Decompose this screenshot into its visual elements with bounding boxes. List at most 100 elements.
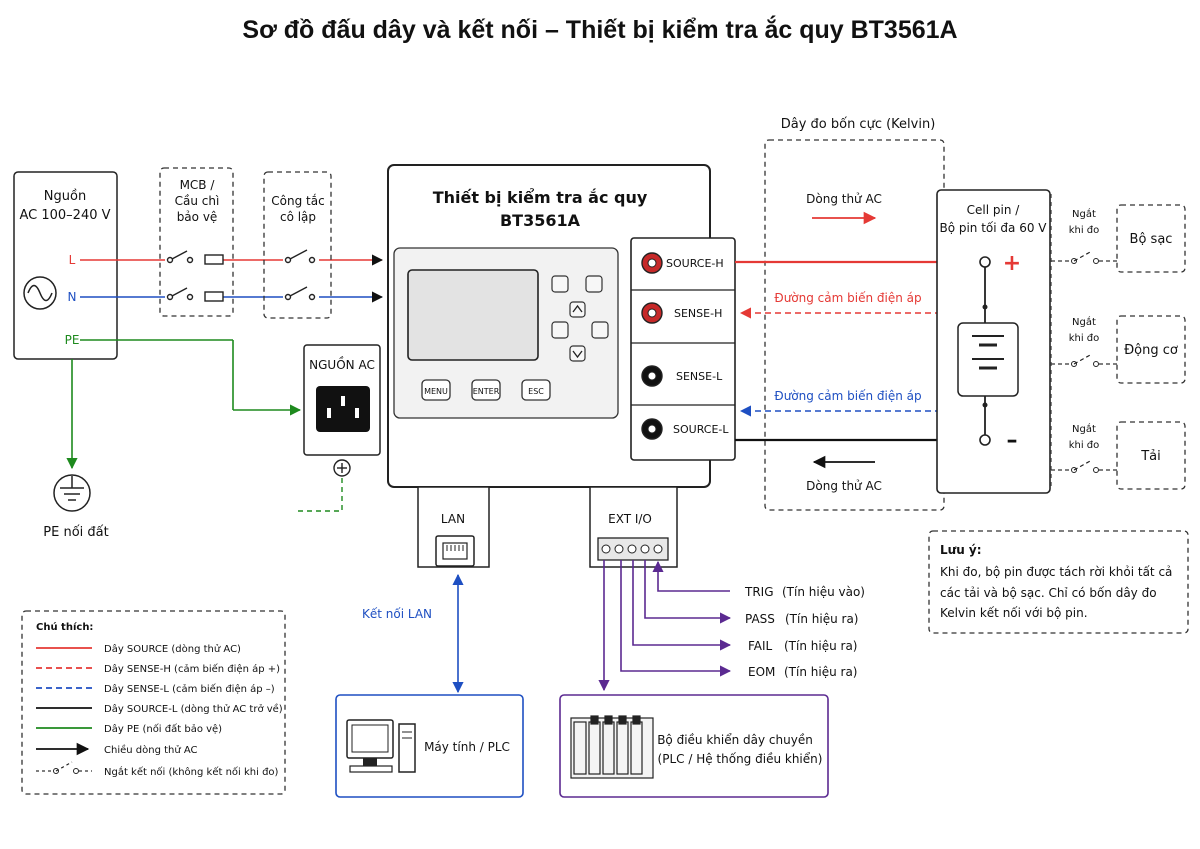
svg-text:khi đo: khi đo (1069, 225, 1100, 236)
svg-text:Ngắt: Ngắt (1072, 422, 1096, 435)
ext-io-module: EXT I/O (589, 486, 678, 568)
note-title: Lưu ý: (940, 543, 982, 557)
terminal-n-label: N (68, 290, 77, 304)
terminal-pe-label: PE (65, 333, 80, 347)
terminal-panel (630, 237, 736, 461)
svg-text:SOURCE-L: SOURCE-L (673, 423, 729, 436)
svg-text:(Tín hiệu ra): (Tín hiệu ra) (784, 639, 857, 653)
svg-text:(Tín hiệu vào): (Tín hiệu vào) (782, 585, 865, 599)
svg-text:MENU: MENU (424, 387, 448, 396)
svg-text:Đường cảm biến điện áp: Đường cảm biến điện áp (774, 291, 921, 305)
diagram-title: Sơ đồ đấu dây và kết nối – Thiết bị kiểm… (242, 14, 957, 44)
svg-text:PASS: PASS (745, 612, 775, 626)
svg-text:Chiều dòng thử AC: Chiều dòng thử AC (104, 744, 198, 756)
legend-item-sense-l: Dây SENSE-L (cảm biến điện áp –) (36, 683, 275, 695)
signal-pass: PASS (Tín hiệu ra) (745, 612, 858, 626)
signal-trig: TRIG (Tín hiệu vào) (744, 585, 865, 599)
svg-text:Tải: Tải (1140, 449, 1161, 464)
device-name: Thiết bị kiểm tra ắc quy (433, 188, 648, 207)
svg-text:Cell pin /: Cell pin / (967, 203, 1021, 217)
legend-title: Chú thích: (36, 621, 93, 633)
pc-box: Máy tính / PLC (335, 694, 524, 798)
note-box: Lưu ý: Khi đo, bộ pin được tách rời khỏi… (928, 530, 1189, 634)
menu-button[interactable]: MENU (421, 379, 451, 401)
legend-item-disconnect: Ngắt kết nối (không kết nối khi đo) (36, 761, 279, 778)
terminal-source-h: SOURCE-H (641, 252, 724, 274)
svg-text:(Tín hiệu ra): (Tín hiệu ra) (784, 665, 857, 679)
svg-text:LAN: LAN (441, 512, 465, 526)
svg-text:Công tắc: Công tắc (271, 194, 324, 208)
enter-button[interactable]: ENTER (471, 379, 501, 401)
ground-label: PE nối đất (43, 525, 108, 540)
svg-text:Dây SOURCE (dòng thử AC): Dây SOURCE (dòng thử AC) (104, 643, 241, 655)
legend-item-source-l: Dây SOURCE-L (dòng thử AC trở về) (36, 703, 283, 715)
arrow-down-button[interactable] (569, 345, 586, 362)
isolator-block: Công tắc cô lập (263, 171, 332, 319)
svg-text:SOURCE-H: SOURCE-H (666, 257, 724, 270)
svg-text:Khi đo, bộ pin được tách rời k: Khi đo, bộ pin được tách rời khỏi tất cả (940, 565, 1172, 579)
svg-text:EXT I/O: EXT I/O (608, 512, 652, 526)
svg-text:MCB /: MCB / (180, 178, 216, 192)
svg-text:Dây SENSE-L (cảm biến điện áp: Dây SENSE-L (cảm biến điện áp –) (104, 683, 275, 695)
esc-button[interactable]: ESC (521, 379, 551, 401)
svg-text:(PLC / Hệ thống điều khiển): (PLC / Hệ thống điều khiển) (658, 752, 823, 766)
load-motor: Động cơ (1116, 315, 1186, 384)
device-model: BT3561A (500, 211, 581, 230)
svg-text:Bộ điều khiển dây chuyền: Bộ điều khiển dây chuyền (657, 733, 813, 747)
svg-text:Dòng thử AC: Dòng thử AC (806, 192, 882, 206)
computer-icon (346, 719, 416, 773)
svg-text:bảo vệ: bảo vệ (177, 210, 218, 224)
svg-text:EOM: EOM (748, 665, 775, 679)
lan-link-label: Kết nối LAN (362, 607, 432, 621)
ac-inlet-label: NGUỒN AC (309, 356, 375, 372)
svg-text:Dây SENSE-H (cảm biến điện áp: Dây SENSE-H (cảm biến điện áp +) (104, 663, 280, 675)
svg-text:Ngắt: Ngắt (1072, 315, 1096, 328)
svg-text:SENSE-L: SENSE-L (676, 370, 723, 383)
arrow-up-button[interactable] (569, 301, 586, 318)
isolator-switch-icon (283, 249, 319, 303)
lcd-display (407, 269, 539, 361)
svg-text:FAIL: FAIL (748, 639, 773, 653)
terminal-sense-h: SENSE-H (641, 302, 722, 324)
legend-item-current-direction: Chiều dòng thử AC (36, 742, 198, 756)
svg-text:khi đo: khi đo (1069, 333, 1100, 344)
svg-text:Máy tính / PLC: Máy tính / PLC (424, 740, 510, 754)
disconnect-charger: Ngắt khi đo (1051, 207, 1117, 264)
ac-source: Nguồn AC 100–240 V L N PE (13, 171, 118, 360)
mcb-switch-icon (165, 250, 224, 303)
svg-text:cô lập: cô lập (280, 210, 316, 224)
load-charger: Bộ sạc (1116, 204, 1186, 273)
plc-rack-icon (570, 715, 654, 779)
svg-text:ESC: ESC (528, 387, 544, 396)
legend-item-pe: Dây PE (nối đất bảo vệ) (36, 723, 222, 735)
signal-fail: FAIL (Tín hiệu ra) (748, 639, 857, 653)
legend-item-sense-h: Dây SENSE-H (cảm biến điện áp +) (36, 663, 280, 675)
svg-text:Đường cảm biến điện áp: Đường cảm biến điện áp (774, 389, 921, 403)
load-generic: Tải (1116, 421, 1186, 490)
mcb-block: MCB / Cầu chì bảo vệ (159, 167, 234, 317)
terminal-source-l: SOURCE-L (641, 418, 729, 440)
svg-text:khi đo: khi đo (1069, 440, 1100, 451)
switch-open-icon (1073, 459, 1093, 471)
plc-box: Bộ điều khiển dây chuyền (PLC / Hệ thống… (559, 694, 829, 798)
svg-text:các tải và bộ sạc. Chỉ có bốn: các tải và bộ sạc. Chỉ có bốn dây đo (940, 586, 1157, 600)
lan-module: LAN (417, 486, 490, 568)
svg-text:Ngắt kết nối (không kết nối kh: Ngắt kết nối (không kết nối khi đo) (104, 765, 279, 778)
minus-terminal: – (1007, 428, 1018, 453)
terminal-l-label: L (69, 253, 76, 267)
battery-cell: Cell pin / Bộ pin tối đa 60 V + – (936, 189, 1051, 494)
disconnect-load: Ngắt khi đo (1051, 422, 1117, 473)
svg-text:Dòng thử AC: Dòng thử AC (806, 479, 882, 493)
svg-text:Bộ sạc: Bộ sạc (1130, 232, 1173, 247)
svg-text:Dây PE (nối đất bảo vệ): Dây PE (nối đất bảo vệ) (104, 723, 222, 735)
kelvin-area: Dây đo bốn cực (Kelvin) Dòng thử AC Dòng… (764, 117, 945, 511)
kelvin-title: Dây đo bốn cực (Kelvin) (781, 117, 936, 132)
svg-text:Cầu chì: Cầu chì (175, 194, 220, 208)
ac-source-title: Nguồn (44, 189, 86, 204)
svg-text:Kelvin kết nối với bộ pin.: Kelvin kết nối với bộ pin. (940, 606, 1088, 620)
ac-source-voltage: AC 100–240 V (19, 208, 110, 223)
svg-text:(Tín hiệu ra): (Tín hiệu ra) (785, 612, 858, 626)
svg-text:TRIG: TRIG (744, 585, 774, 599)
io-signal-wires (598, 560, 732, 692)
svg-text:Động cơ: Động cơ (1124, 343, 1178, 358)
